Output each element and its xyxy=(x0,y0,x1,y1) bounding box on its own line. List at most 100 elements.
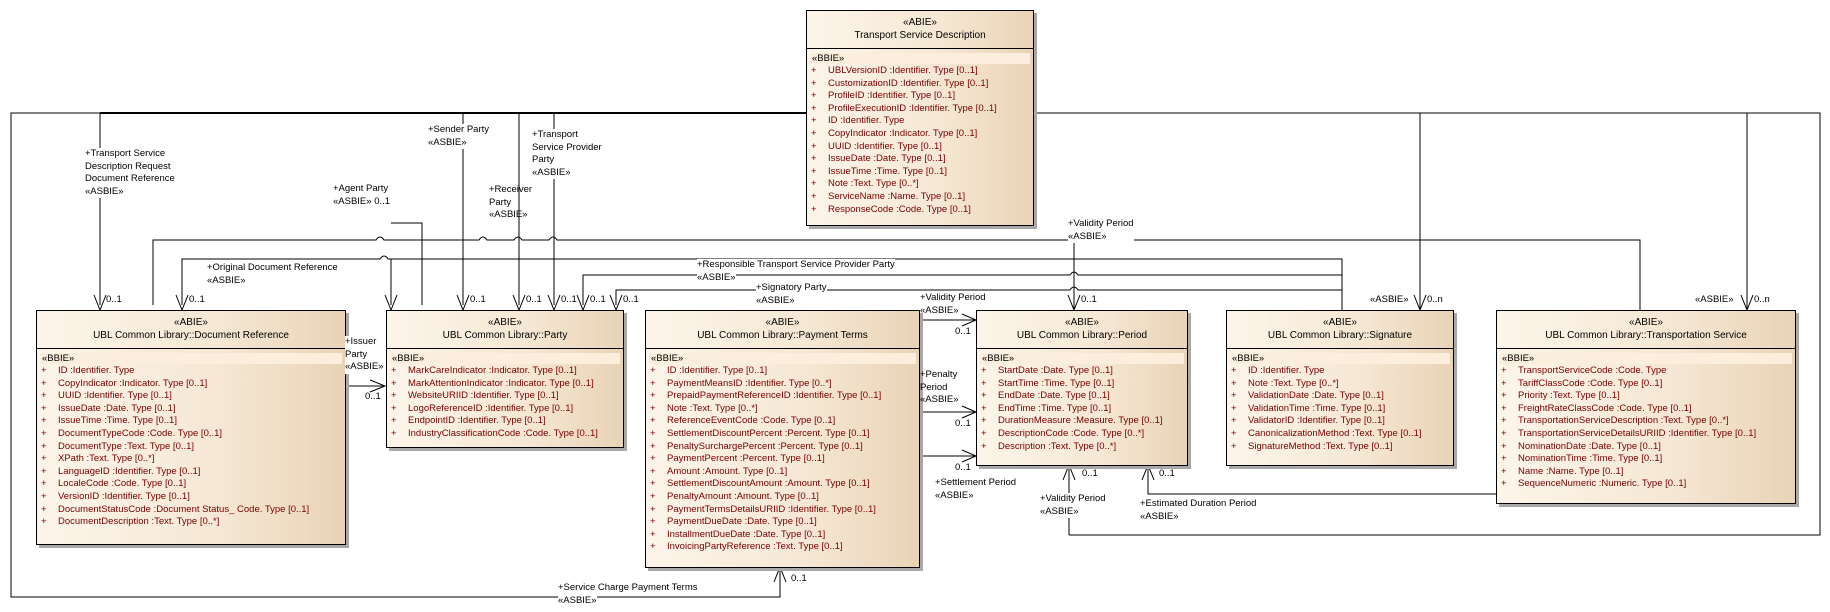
attribute-row: +SettlementDiscountPercent :Percent. Typ… xyxy=(650,428,915,441)
original-docref-connector xyxy=(181,255,1343,310)
class-header: «ABIE» Transport Service Description xyxy=(807,11,1033,49)
multiplicity-label: 0..n xyxy=(1754,294,1770,305)
attribute-row: +DocumentStatusCode :Document Status_ Co… xyxy=(41,504,341,517)
visibility-public-icon: + xyxy=(391,427,397,439)
attribute-text: PaymentPercent :Percent. Type [0..1] xyxy=(667,453,825,465)
attribute-row: +NominationDate :Date. Type [0..1] xyxy=(1501,441,1791,454)
attribute-text: IssueDate :Date. Type [0..1] xyxy=(58,402,176,414)
visibility-public-icon: + xyxy=(41,377,47,389)
attribute-text: EndpointID :Identifier. Type [0..1] xyxy=(408,415,546,427)
attribute-row: +ServiceName :Name. Type [0..1] xyxy=(811,191,1029,204)
visibility-public-icon: + xyxy=(1501,415,1507,427)
attribute-text: FreightRateClassCode :Code. Type [0..1] xyxy=(1518,402,1692,414)
attribute-text: CanonicalizationMethod :Text. Type [0..1… xyxy=(1248,427,1422,439)
attribute-row: +DocumentDescription :Text. Type [0..*] xyxy=(41,516,341,529)
visibility-public-icon: + xyxy=(391,415,397,427)
outer-doc-loop xyxy=(152,236,1641,310)
assoc-label-service-charge-stereo: «ASBIE» xyxy=(558,595,597,608)
visibility-public-icon: + xyxy=(1501,465,1507,477)
attribute-row: + CanonicalizationMethod :Text. Type [0..… xyxy=(1231,428,1449,441)
multiplicity-label: 0..1 xyxy=(623,294,639,305)
multiplicity-label: 0..1 xyxy=(526,294,542,305)
attribute-text: CopyIndicator :Indicator. Type [0..1] xyxy=(58,377,208,389)
attribute-text: ProfileID :Identifier. Type [0..1] xyxy=(828,90,956,102)
class-period[interactable]: «ABIE» UBL Common Library::Period «BBIE»… xyxy=(976,310,1188,466)
class-name: UBL Common Library::Party xyxy=(442,330,568,341)
class-name: UBL Common Library::Transportation Servi… xyxy=(1545,330,1747,341)
attribute-row: +Priority :Text. Type [0..1] xyxy=(1501,390,1791,403)
attribute-text: EndTime :Time. Type [0..1] xyxy=(998,402,1112,414)
assoc-label-tsdr-doc-ref: +Transport Service Description Request D… xyxy=(85,148,175,198)
visibility-public-icon: + xyxy=(1501,377,1507,389)
visibility-public-icon: + xyxy=(981,365,987,376)
attribute-text: CopyIndicator :Indicator. Type [0..1] xyxy=(828,127,978,139)
attribute-text: EndDate :Date. Type [0..1] xyxy=(998,390,1110,402)
class-name: UBL Common Library::Document Reference xyxy=(93,330,289,341)
visibility-public-icon: + xyxy=(981,415,987,427)
attribute-text: LocaleCode :Code. Type [0..1] xyxy=(58,478,187,490)
class-transportation-service[interactable]: «ABIE» UBL Common Library::Transportatio… xyxy=(1496,310,1796,504)
arrowhead-icon xyxy=(369,379,387,393)
attribute-row: +UUID :Identifier. Type [0..1] xyxy=(811,141,1029,154)
attribute-text: StartTime :Time. Type [0..1] xyxy=(998,377,1115,389)
attribute-text: ReferenceEventCode :Code. Type [0..1] xyxy=(667,415,836,427)
service-charge-connector xyxy=(10,112,781,598)
visibility-public-icon: + xyxy=(41,503,47,515)
attribute-row: +ID :Identifier. Type xyxy=(811,115,1029,128)
attribute-text: SettlementDiscountAmount :Amount. Type [… xyxy=(667,478,870,490)
attribute-text: ServiceName :Name. Type [0..1] xyxy=(828,190,966,202)
attribute-row: +VersionID :Identifier. Type [0..1] xyxy=(41,491,341,504)
class-document-reference[interactable]: «ABIE» UBL Common Library::Document Refe… xyxy=(36,310,346,545)
visibility-public-icon: + xyxy=(41,390,47,402)
attribute-text: InstallmentDueDate :Date. Type [0..1] xyxy=(667,528,826,540)
attribute-row: +PaymentTermsDetailsURIID :Identifier. T… xyxy=(650,504,915,517)
multiplicity-label: 0..1 xyxy=(955,462,971,473)
section-label: «BBIE» xyxy=(980,353,1184,364)
attribute-text: DocumentDescription :Text. Type [0..*] xyxy=(58,516,220,528)
visibility-public-icon: + xyxy=(811,153,817,165)
attribute-text: Note :Text. Type [0..*] xyxy=(667,402,758,414)
class-header: «ABIE» UBL Common Library::Signature xyxy=(1227,311,1453,349)
assoc-label-settlement-period: +Settlement Period «ASBIE» xyxy=(935,477,1017,501)
class-signature[interactable]: «ABIE» UBL Common Library::Signature «BB… xyxy=(1226,310,1454,466)
visibility-public-icon: + xyxy=(650,516,656,528)
attribute-row: +SignatureMethod :Text. Type [0..1] xyxy=(1231,441,1449,454)
visibility-public-icon: + xyxy=(981,377,987,389)
attribute-text: ValidationDate :Date. Type [0..1] xyxy=(1248,390,1384,402)
assoc-label-issuer-party: +Issuer Party «ASBIE» xyxy=(345,336,384,374)
attribute-text: ID :Identifier. Type [0..1] xyxy=(667,365,768,376)
multiplicity-label: 0..1 xyxy=(561,294,577,305)
attribute-text: SignatureMethod :Text. Type [0..1] xyxy=(1248,440,1393,452)
class-party[interactable]: «ABIE» UBL Common Library::Party «BBIE» … xyxy=(386,310,624,448)
class-header: «ABIE» UBL Common Library::Document Refe… xyxy=(37,311,345,349)
attribute-text: NominationTime :Time. Type [0..1] xyxy=(1518,453,1663,465)
visibility-public-icon: + xyxy=(1231,365,1237,376)
attribute-row: +DescriptionCode :Code. Type [0..*] xyxy=(981,428,1183,441)
attribute-row: +IssueTime :Time. Type [0..1] xyxy=(41,415,341,428)
stereotype-label: «ABIE» xyxy=(488,317,522,328)
class-transport-service-description[interactable]: «ABIE» Transport Service Description «BB… xyxy=(806,10,1034,226)
trunk-line-right xyxy=(1033,112,1821,536)
attribute-text: PaymentDueDate :Date. Type [0..1] xyxy=(667,516,817,528)
multiplicity-label: 0..1 xyxy=(365,391,381,402)
attribute-row: +ID :Identifier. Type xyxy=(1231,365,1449,378)
visibility-public-icon: + xyxy=(1231,427,1237,439)
attribute-text: TransportationServiceDetailsURIID :Ident… xyxy=(1518,427,1757,439)
attribute-text: SequenceNumeric :Numeric. Type [0..1] xyxy=(1518,478,1687,490)
visibility-public-icon: + xyxy=(981,402,987,414)
attribute-text: UUID :Identifier. Type [0..1] xyxy=(828,140,942,152)
visibility-public-icon: + xyxy=(811,115,817,127)
multiplicity-label: 0..1 xyxy=(106,294,122,305)
attribute-text: StartDate :Date. Type [0..1] xyxy=(998,365,1113,376)
class-payment-terms[interactable]: «ABIE» UBL Common Library::Payment Terms… xyxy=(645,310,920,568)
attribute-row: + PaymentDueDate :Date. Type [0..1] xyxy=(650,516,915,529)
multiplicity-label: 0..1 xyxy=(590,294,606,305)
assoc-label-responsible-tsp-party: +Responsible Transport Service Provider … xyxy=(697,259,895,272)
attribute-text: Note :Text. Type [0..*] xyxy=(828,178,919,190)
visibility-public-icon: + xyxy=(1231,390,1237,402)
visibility-public-icon: + xyxy=(391,390,397,402)
visibility-public-icon: + xyxy=(1501,440,1507,452)
attribute-text: ProfileExecutionID :Identifier. Type [0.… xyxy=(828,102,997,114)
attribute-row: +InstallmentDueDate :Date. Type [0..1] xyxy=(650,529,915,542)
visibility-public-icon: + xyxy=(811,77,817,89)
